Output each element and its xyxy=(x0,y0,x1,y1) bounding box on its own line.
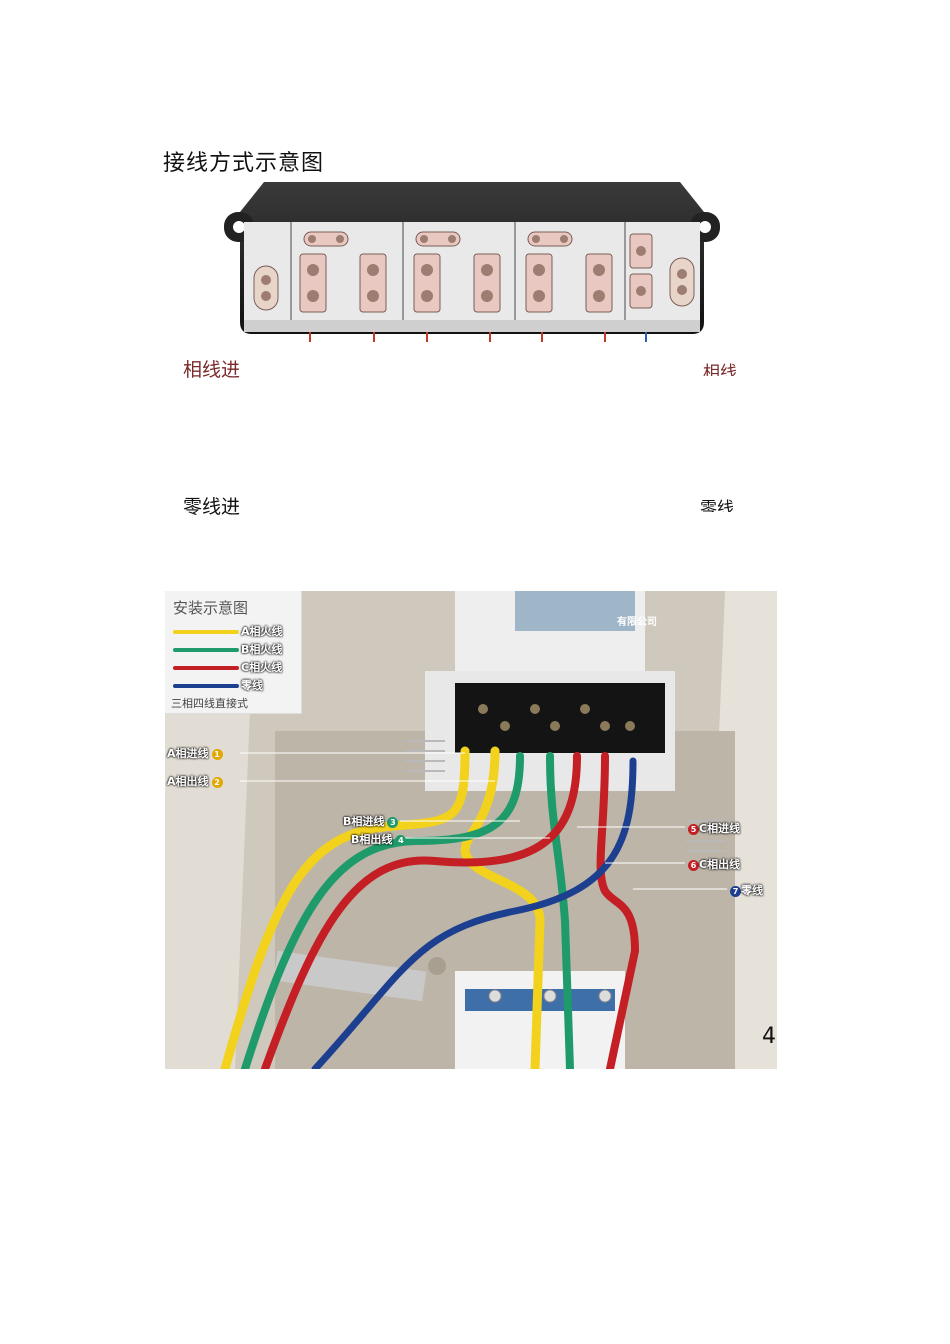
callout-number: 7 xyxy=(730,885,741,897)
phase-in-label: 相线进 xyxy=(183,359,241,381)
legend-item-a-phase: A相火线 xyxy=(171,623,299,639)
legend-swatch xyxy=(173,630,239,634)
installation-illustration xyxy=(165,591,777,1069)
legend-swatch xyxy=(173,684,239,688)
page-number: 4 xyxy=(762,1024,776,1049)
legend-note: 三相四线直接式 xyxy=(171,697,248,710)
callout-label: 零线 xyxy=(741,884,763,897)
legend-box: 安装示意图 A相火线 B相火线 C相火线 零线 三相四线直接式 xyxy=(165,591,302,714)
callout-label: C相进线 xyxy=(699,822,741,835)
meter-terminal-illustration xyxy=(224,182,720,342)
neutral-out-label: 零线 xyxy=(700,499,734,512)
callout-label: C相出线 xyxy=(699,858,741,871)
callout-number: 5 xyxy=(688,823,699,835)
meter-tag: 有限公司 xyxy=(617,617,657,628)
callout-number: 4 xyxy=(395,834,407,846)
legend-label: C相火线 xyxy=(241,661,283,674)
callout-label: A相进线 xyxy=(167,747,209,760)
phase-out-label: 相线 xyxy=(703,363,737,376)
legend-item-b-phase: B相火线 xyxy=(171,641,299,657)
legend-item-c-phase: C相火线 xyxy=(171,659,299,675)
meter-terminal-photo xyxy=(224,182,720,342)
legend-label: 零线 xyxy=(241,679,263,692)
legend-swatch xyxy=(173,666,239,670)
callout-label: B相进线 xyxy=(343,815,385,828)
callout-number: 2 xyxy=(211,776,223,788)
callout-label: A相出线 xyxy=(167,775,209,788)
callout-number: 6 xyxy=(688,859,699,871)
neutral-in-label: 零线进 xyxy=(183,496,241,518)
legend-label: A相火线 xyxy=(241,625,283,638)
legend-title: 安装示意图 xyxy=(173,599,249,617)
callout-number: 3 xyxy=(387,816,399,828)
callout-number: 1 xyxy=(211,748,223,760)
callout-label: B相出线 xyxy=(351,833,393,846)
legend-swatch xyxy=(173,648,239,652)
legend-label: B相火线 xyxy=(241,643,283,656)
page-title: 接线方式示意图 xyxy=(163,151,325,176)
legend-item-neutral: 零线 xyxy=(171,677,299,693)
